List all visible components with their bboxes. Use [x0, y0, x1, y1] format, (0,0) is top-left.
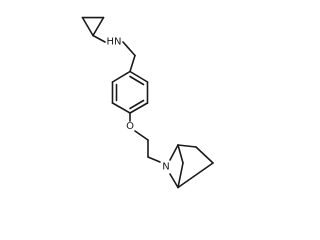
bond [129, 54, 136, 73]
bond [129, 102, 149, 114]
cyclopropyl-ring [81, 16, 105, 37]
bond [92, 16, 105, 37]
bond [177, 162, 184, 189]
bond [134, 130, 149, 141]
bond [92, 34, 106, 43]
amine-label: HN [107, 37, 122, 48]
bond [111, 102, 131, 114]
double-bond [129, 75, 145, 86]
bond [122, 41, 136, 57]
bond [129, 70, 149, 83]
bond [177, 162, 214, 189]
bond [81, 16, 94, 37]
bond [177, 144, 197, 148]
nitrogen-label: N [162, 162, 169, 173]
structure-canvas: HN O N [81, 16, 214, 189]
bond [169, 173, 179, 189]
bond [195, 146, 214, 164]
benzene-ring [111, 70, 149, 114]
double-bond [129, 99, 145, 110]
bond [169, 144, 179, 161]
bond [147, 156, 161, 163]
azabicyclo-ring [169, 144, 214, 189]
bond [177, 144, 184, 164]
bond [111, 70, 131, 83]
oxygen-label: O [126, 121, 134, 132]
